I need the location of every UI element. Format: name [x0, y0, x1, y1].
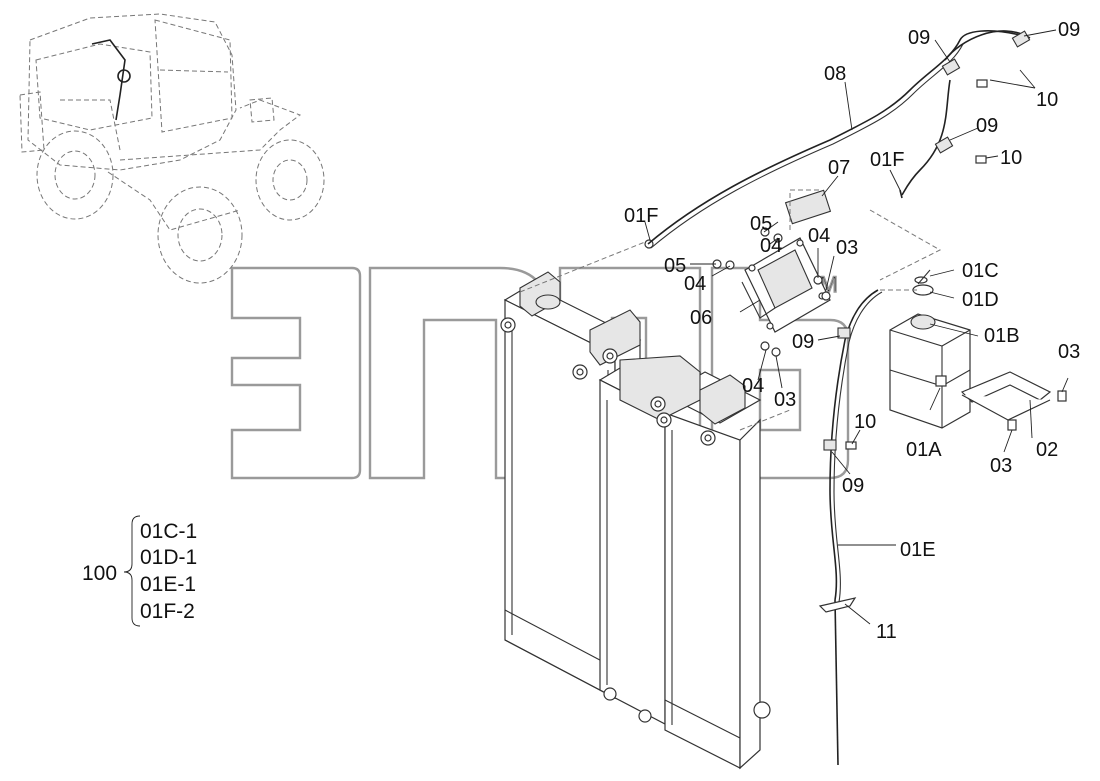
kit-item-01E-1: 01E-1: [140, 573, 196, 596]
callout-05-upper: 05: [750, 213, 772, 235]
kit-item-01C-1: 01C-1: [140, 520, 197, 543]
callout-02: 02: [1036, 439, 1058, 461]
callout-04-left: 04: [684, 273, 706, 295]
callout-04-lower: 04: [742, 375, 764, 397]
reserve-tank: [889, 269, 1052, 429]
callout-01B: 01B: [984, 325, 1020, 347]
callout-10-top: 10: [1036, 89, 1058, 111]
kit-item-01F-2: 01F-2: [140, 600, 195, 623]
callout-10-low: 10: [854, 411, 876, 433]
callout-labels: 09 09 10 08 09 10 07 01F 01F 05 04 04 03…: [624, 19, 1080, 643]
callout-01D: 01D: [962, 289, 999, 311]
machine-locator-view: [19, 13, 325, 284]
callout-09-low: 09: [842, 475, 864, 497]
leader-lines: [644, 29, 1069, 625]
callout-01F-right: 01F: [870, 149, 904, 171]
callout-08: 08: [824, 63, 846, 85]
callout-04-right: 04: [808, 225, 830, 247]
kit-number: 100: [82, 562, 117, 585]
callout-03-right: 03: [836, 237, 858, 259]
callout-09-top-right: 09: [1058, 19, 1080, 41]
kit-100-group: 100 01C-1 01D-1 01E-1 01F-2: [82, 515, 197, 627]
callout-03-lower: 03: [774, 389, 796, 411]
callout-05-left: 05: [664, 255, 686, 277]
callout-06: 06: [690, 307, 712, 329]
hoses: [647, 30, 1031, 766]
callout-09-hose: 09: [792, 331, 814, 353]
callout-01E: 01E: [900, 539, 936, 561]
callout-11: 11: [876, 621, 897, 643]
callout-09-mid: 09: [976, 115, 998, 137]
callout-09-top: 09: [908, 27, 930, 49]
callout-01C: 01C: [962, 260, 999, 282]
callout-04-upper: 04: [760, 235, 782, 257]
radiator-assembly: [500, 239, 791, 770]
kit-item-01D-1: 01D-1: [140, 546, 197, 569]
callout-01F-left: 01F: [624, 205, 658, 227]
callout-03-bracket: 03: [990, 455, 1012, 477]
callout-01A: 01A: [906, 439, 942, 461]
bracket-plate-06: [741, 189, 832, 333]
callout-10-mid: 10: [1000, 147, 1022, 169]
callout-07: 07: [828, 157, 850, 179]
callout-03-far-right: 03: [1058, 341, 1080, 363]
